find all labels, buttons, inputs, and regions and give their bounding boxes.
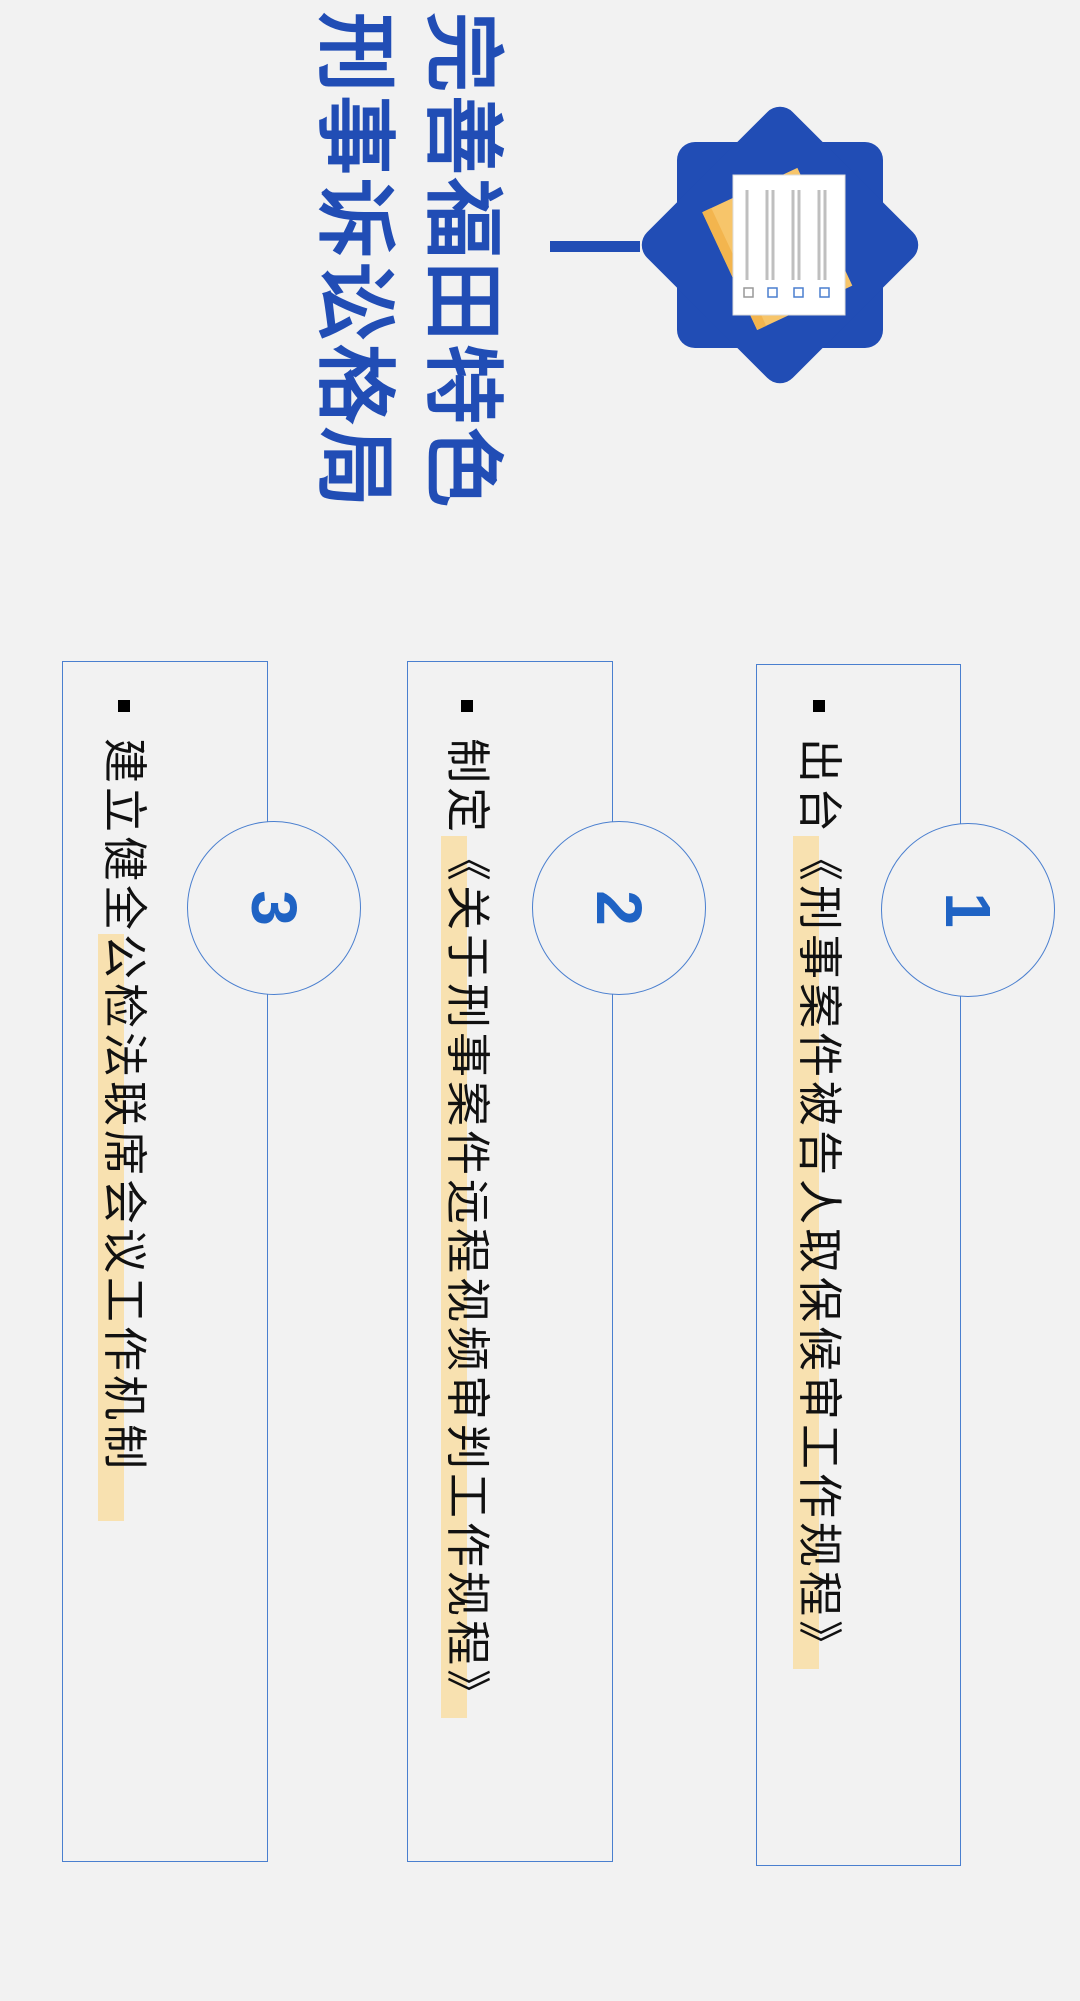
item-prefix: 出台 bbox=[794, 738, 845, 837]
title-line-1: 完善福田特色 bbox=[418, 12, 507, 510]
number-badge-1: 1 bbox=[881, 823, 1055, 997]
title-line-2: 刑事诉讼格局 bbox=[310, 12, 399, 510]
item-highlight: 公检法联席会议工作机制 bbox=[98, 934, 150, 1522]
bullet-icon bbox=[813, 700, 825, 712]
connector-line bbox=[550, 241, 640, 252]
bullet-icon bbox=[118, 700, 130, 712]
bullet-icon bbox=[461, 700, 473, 712]
list-item-1: 出台《刑事案件被告人取保候审工作规程》 bbox=[793, 700, 845, 1670]
number-badge-3: 3 bbox=[187, 821, 361, 995]
list-item-2: 制定《关于刑事案件远程视频审判工作规程》 bbox=[441, 700, 493, 1719]
item-prefix: 制定 bbox=[442, 738, 493, 837]
list-item-3: 建立健全公检法联席会议工作机制 bbox=[98, 700, 150, 1522]
item-prefix: 建立健全 bbox=[99, 738, 150, 935]
item-highlight: 《关于刑事案件远程视频审判工作规程》 bbox=[441, 836, 493, 1719]
document-checklist-icon bbox=[641, 106, 919, 384]
item-highlight: 《刑事案件被告人取保候审工作规程》 bbox=[793, 836, 845, 1670]
number-badge-2: 2 bbox=[532, 821, 706, 995]
